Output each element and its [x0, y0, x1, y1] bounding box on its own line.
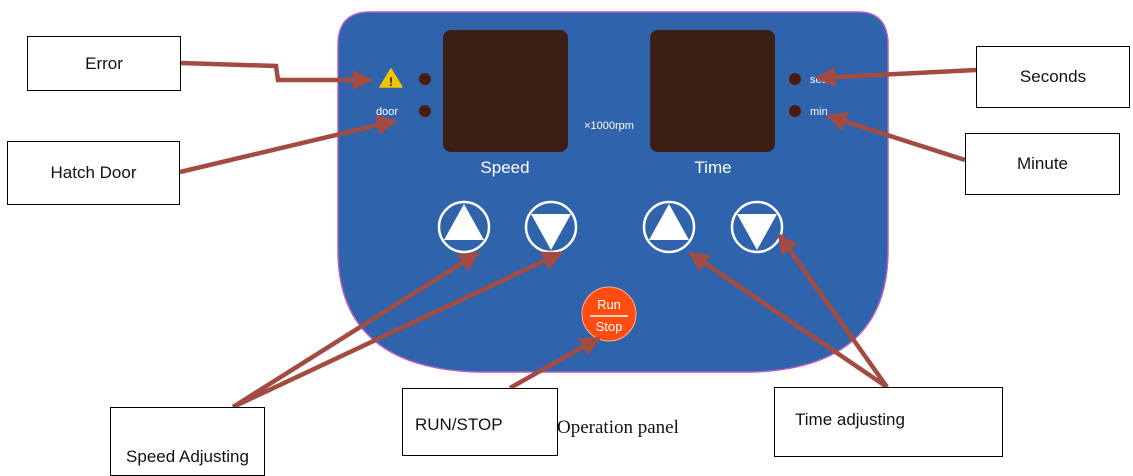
callout-error: Error: [27, 36, 181, 91]
callout-seconds: Seconds: [976, 46, 1130, 108]
time-up-button[interactable]: [642, 200, 696, 254]
callout-time-adjusting: Time adjusting: [774, 387, 1003, 457]
callout-hatch-door: Hatch Door: [7, 141, 180, 205]
svg-text:!: !: [389, 75, 393, 89]
min-led: [789, 105, 801, 117]
callout-speed-adjusting: Speed Adjusting: [110, 407, 265, 476]
door-led: [419, 105, 431, 117]
callout-run-stop: RUN/STOP: [402, 388, 558, 456]
callout-minute: Minute: [965, 133, 1120, 195]
warning-icon: !: [379, 68, 403, 89]
unit-label: ×1000rpm: [584, 120, 634, 132]
speed-down-arrow: [232, 250, 563, 410]
minute-arrow: [826, 111, 966, 163]
min-label: min: [810, 106, 828, 118]
figure-caption: Operation panel: [557, 417, 679, 438]
seconds-arrow: [814, 66, 977, 88]
time-up-arrow: [688, 251, 889, 389]
run-label: Run: [597, 297, 621, 312]
hatch-door-arrow: [179, 115, 397, 175]
time-down-button[interactable]: [730, 200, 784, 254]
stop-label: Stop: [596, 319, 623, 334]
door-label: door: [376, 106, 398, 118]
speed-label: Speed: [480, 158, 529, 177]
error-led: [419, 73, 431, 85]
error-arrow: [180, 60, 374, 91]
time-down-arrow: [777, 233, 889, 389]
time-label: Time: [694, 158, 731, 177]
run-stop-arrow: [508, 336, 601, 390]
speed-display: [443, 30, 568, 152]
time-display: [650, 30, 775, 152]
speed-up-arrow: [231, 251, 480, 409]
sec-led: [789, 73, 801, 85]
run-stop-button[interactable]: [581, 286, 637, 342]
